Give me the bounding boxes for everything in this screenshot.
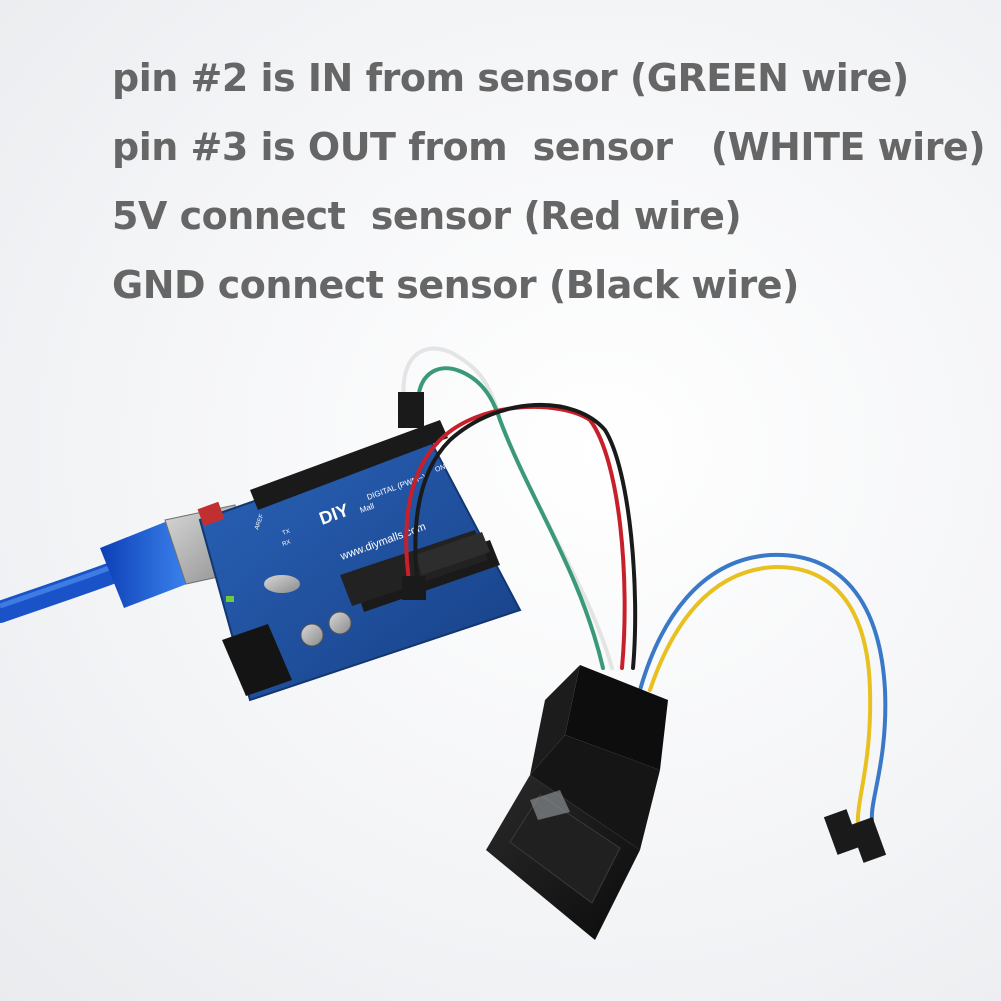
arduino-board: DIY Mall www.diymalls.com DIGITAL (PWM~)… bbox=[197, 420, 522, 702]
fingerprint-sensor bbox=[486, 665, 668, 940]
caption-line-1: pin #2 is IN from sensor (GREEN wire) bbox=[112, 56, 909, 100]
white-wire bbox=[401, 346, 614, 670]
rx-label: RX bbox=[282, 539, 292, 547]
caption-line-4: GND connect sensor (Black wire) bbox=[112, 263, 799, 307]
on-label: ON bbox=[434, 464, 446, 474]
aref-label: AREF bbox=[254, 513, 265, 530]
green-wire bbox=[416, 366, 605, 670]
black-wire bbox=[413, 403, 638, 670]
jumper-wires bbox=[401, 346, 888, 828]
red-wire bbox=[404, 404, 627, 670]
wiring-caption: pin #2 is IN from sensor (GREEN wire) pi… bbox=[112, 44, 986, 320]
tx-label: TX bbox=[282, 529, 291, 537]
header-plugs bbox=[398, 392, 887, 863]
yellow-wire bbox=[648, 564, 873, 828]
caption-line-3: 5V connect sensor (Red wire) bbox=[112, 194, 742, 238]
blue-wire bbox=[638, 552, 888, 822]
caption-line-2: pin #3 is OUT from sensor (WHITE wire) bbox=[112, 125, 986, 169]
